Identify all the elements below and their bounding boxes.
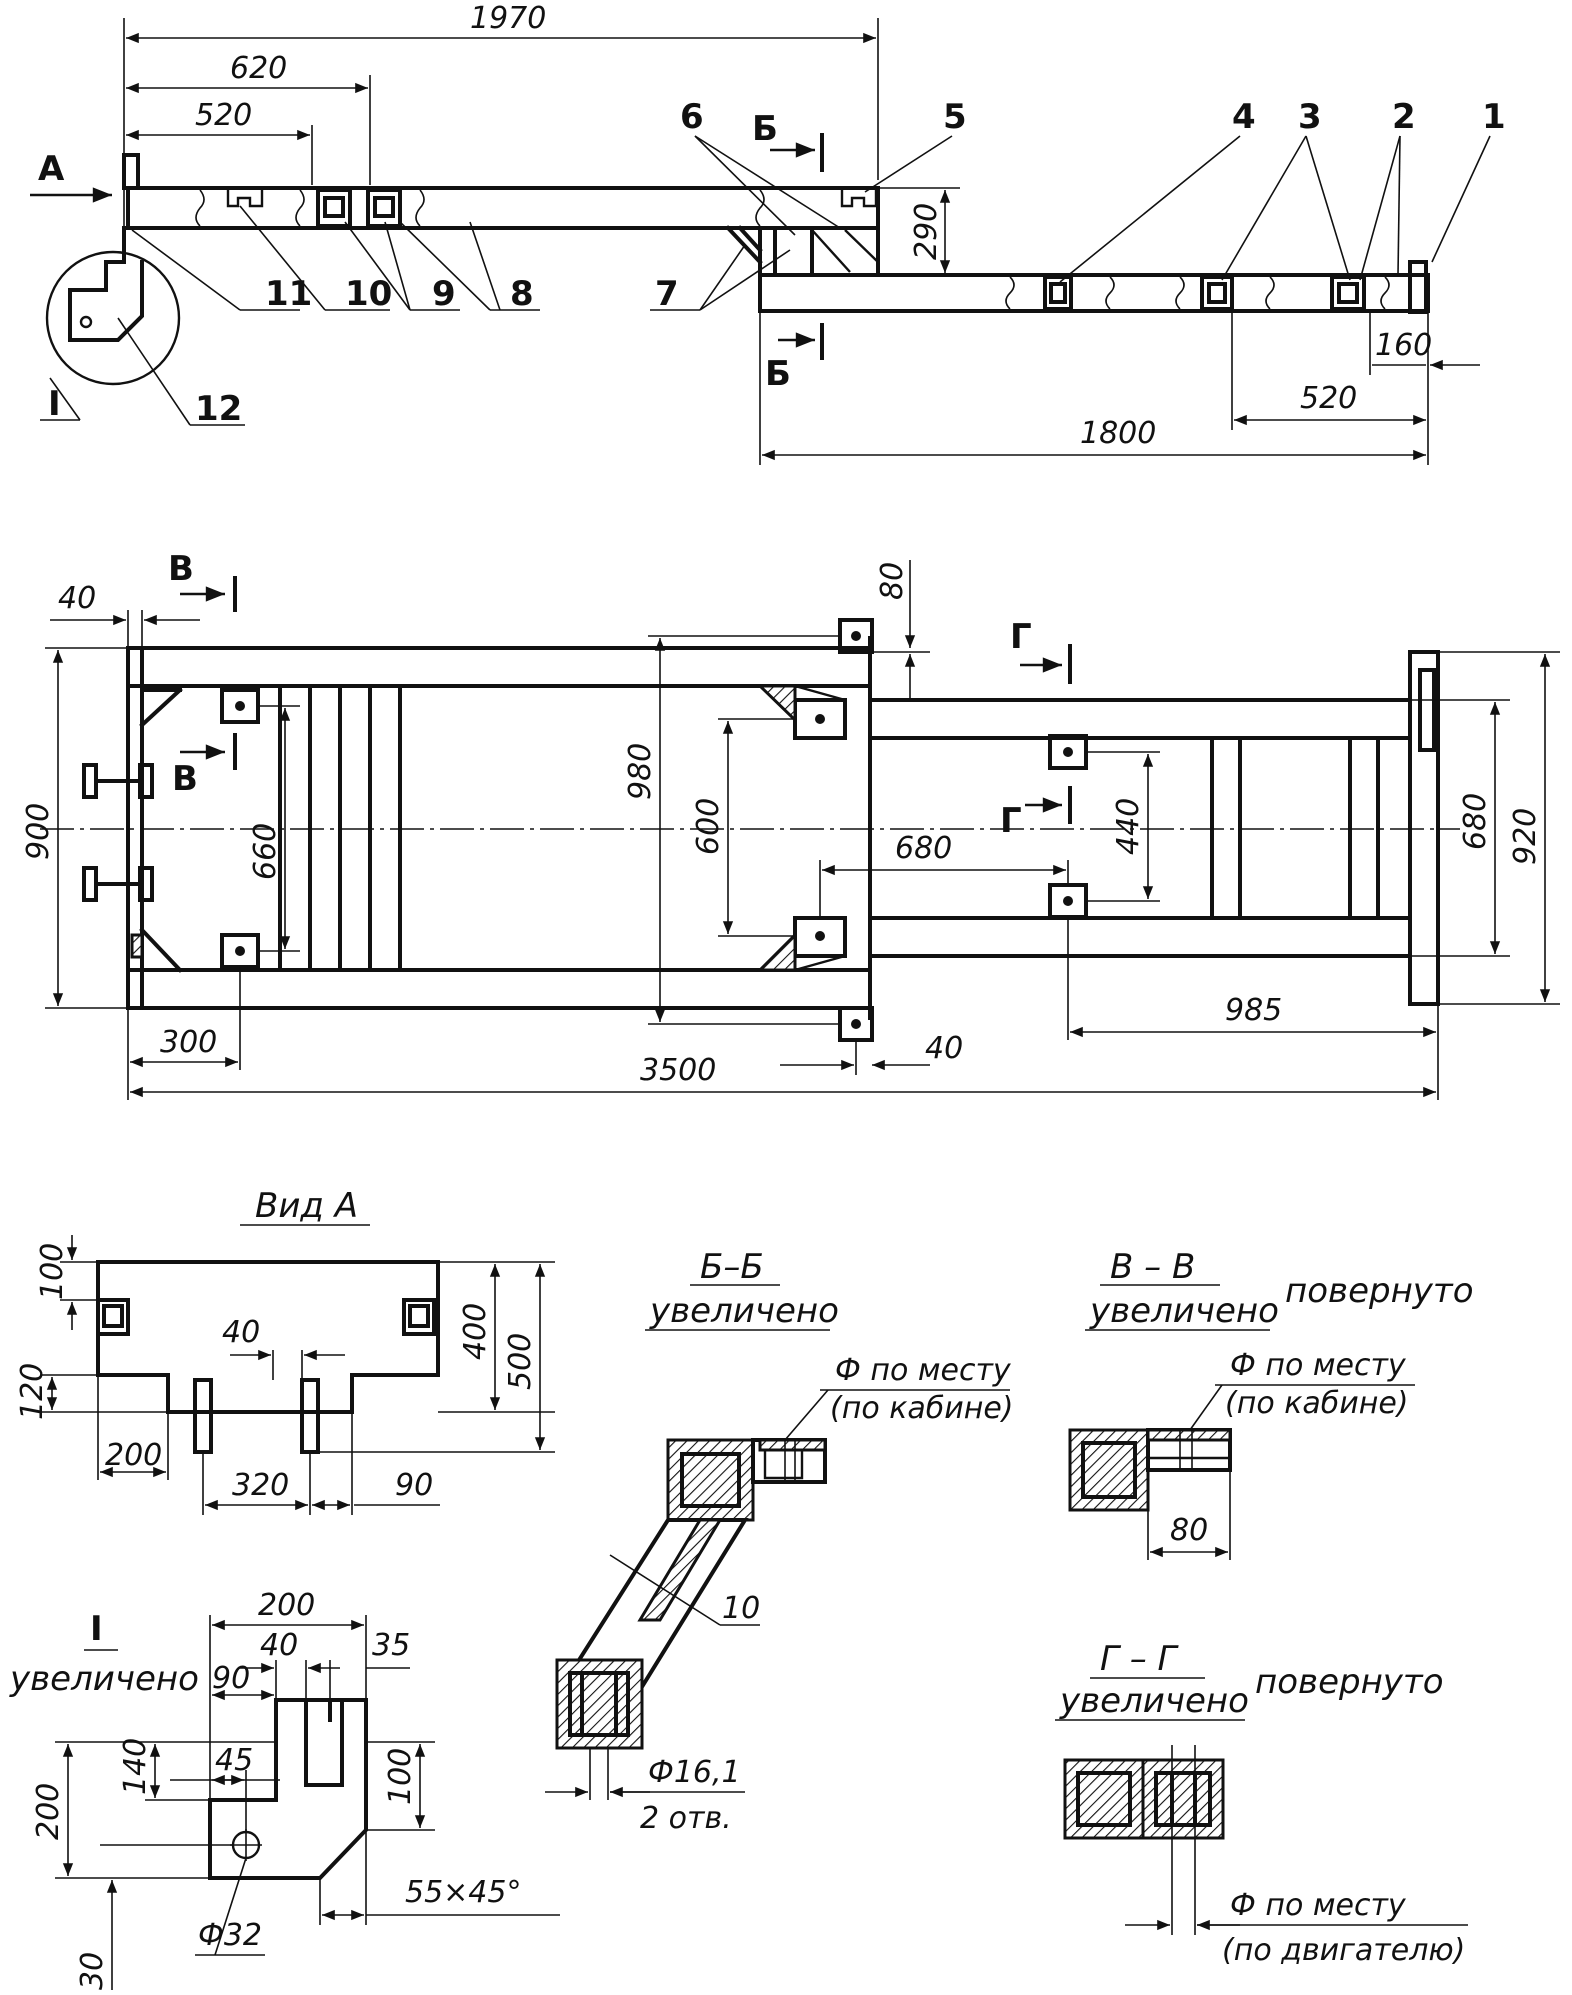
- plan-view: 40 900 660 300 980 600 80 680 440: [21, 549, 1560, 1100]
- dim-300: 300: [160, 1025, 217, 1060]
- section-b-label-bottom: Б: [765, 354, 791, 394]
- section-bb-subtitle: увеличено: [649, 1291, 839, 1331]
- dim-440: 440: [1111, 798, 1146, 855]
- section-vv-rotated: повернуто: [1285, 1271, 1474, 1311]
- dim-40-right: 40: [925, 1031, 963, 1066]
- dim-1800: 1800: [1080, 416, 1156, 451]
- dim-600: 600: [691, 798, 726, 855]
- section-bb-note1: Ф по месту: [835, 1353, 1012, 1388]
- svg-text:3: 3: [1298, 97, 1322, 137]
- section-bb-title: Б–Б: [700, 1247, 764, 1287]
- detail-i-dim-30: 30: [75, 1952, 110, 1990]
- dim-680-vertical: 680: [1458, 793, 1493, 850]
- detail-i-dim-200-left: 200: [31, 1783, 66, 1840]
- view-a-dim-400: 400: [458, 1303, 493, 1360]
- view-a-dim-100: 100: [35, 1243, 70, 1300]
- section-v-label-top: В: [168, 549, 194, 589]
- section-g-label-top: Г: [1010, 617, 1032, 657]
- section-bb-note2: (по кабине): [830, 1391, 1014, 1426]
- section-g-label-bottom: Г: [1000, 801, 1022, 841]
- side-view: 1970 620 520: [30, 1, 1506, 465]
- svg-text:2: 2: [1392, 97, 1416, 137]
- section-vv-title: В – В: [1110, 1247, 1195, 1287]
- part-labels: 1 2 3 4 5 6 7 8 9 10: [117, 97, 1506, 429]
- svg-text:8: 8: [510, 274, 534, 314]
- section-b-label-top: Б: [752, 109, 778, 149]
- section-gg-rotated: повернуто: [1255, 1662, 1444, 1702]
- dim-3500: 3500: [640, 1053, 716, 1088]
- view-a-dim-40: 40: [222, 1315, 260, 1350]
- detail-i-dim-100: 100: [383, 1748, 418, 1805]
- dim-520-right: 520: [1300, 381, 1357, 416]
- detail-i: I увеличено 200 40 35 90 140 45 2: [9, 1588, 560, 1990]
- section-v-label-bottom: В: [172, 759, 198, 799]
- dim-980: 980: [623, 743, 658, 800]
- detail-i-title: I: [90, 1609, 103, 1649]
- view-a-dim-500: 500: [503, 1333, 538, 1390]
- detail-i-hole: Ф32: [198, 1918, 262, 1953]
- svg-text:6: 6: [680, 97, 704, 137]
- dim-1970: 1970: [470, 1, 546, 36]
- section-bb-hole1: Ф16,1: [648, 1755, 741, 1790]
- view-a-dim-90: 90: [395, 1468, 433, 1503]
- svg-text:10: 10: [345, 274, 392, 314]
- section-vv-note2: (по кабине): [1225, 1386, 1409, 1421]
- svg-text:9: 9: [432, 274, 456, 314]
- dim-620: 620: [230, 51, 287, 86]
- section-vv-width: 80: [1170, 1513, 1208, 1548]
- svg-text:4: 4: [1232, 97, 1256, 137]
- svg-text:1: 1: [1482, 97, 1506, 137]
- section-vv: В – В увеличено повернуто Ф по месту (по…: [1068, 1247, 1474, 1560]
- view-a-title: Вид А: [255, 1186, 358, 1226]
- dim-985: 985: [1225, 993, 1282, 1028]
- section-gg-note1: Ф по месту: [1230, 1888, 1407, 1923]
- dim-40-left: 40: [58, 581, 96, 616]
- detail-i-chamfer: 55×45°: [405, 1875, 521, 1910]
- view-a: Вид А 100 120 40 200 320: [15, 1186, 555, 1515]
- detail-i-dim-90: 90: [212, 1661, 250, 1696]
- view-a-dim-120: 120: [15, 1363, 50, 1420]
- section-gg-title: Г – Г: [1100, 1639, 1180, 1679]
- view-a-dim-320: 320: [232, 1468, 289, 1503]
- detail-i-dim-200-top: 200: [258, 1588, 315, 1623]
- section-vv-subtitle: увеличено: [1089, 1291, 1279, 1331]
- view-arrow-label: A: [38, 149, 65, 189]
- dim-160: 160: [1375, 328, 1432, 363]
- svg-text:7: 7: [655, 274, 679, 314]
- svg-text:11: 11: [265, 274, 312, 314]
- dim-900: 900: [21, 803, 56, 860]
- dim-520-left: 520: [195, 98, 252, 133]
- section-gg-note2: (по двигателю): [1222, 1933, 1465, 1968]
- dim-660: 660: [248, 823, 283, 880]
- section-bb-thickness: 10: [722, 1591, 760, 1626]
- svg-text:12: 12: [195, 389, 242, 429]
- detail-i-dim-40: 40: [260, 1628, 298, 1663]
- section-bb-hole2: 2 отв.: [640, 1801, 732, 1836]
- detail-i-dim-140: 140: [118, 1738, 153, 1795]
- detail-i-dim-45: 45: [215, 1743, 253, 1778]
- svg-text:5: 5: [943, 97, 967, 137]
- section-bb: Б–Б увеличено Ф по месту (по кабине) Ф16…: [545, 1247, 1014, 1836]
- view-a-dim-200: 200: [105, 1438, 162, 1473]
- dim-920: 920: [1508, 808, 1543, 865]
- section-vv-note1: Ф по месту: [1230, 1348, 1407, 1383]
- dim-290: 290: [909, 203, 944, 260]
- section-gg-subtitle: увеличено: [1059, 1681, 1249, 1721]
- section-gg: Г – Г увеличено повернуто Ф по месту (по…: [1055, 1639, 1468, 1968]
- dim-680-horizontal: 680: [895, 831, 952, 866]
- dim-80: 80: [875, 562, 910, 600]
- detail-i-callout: I: [48, 384, 61, 424]
- detail-i-subtitle: увеличено: [9, 1659, 199, 1699]
- detail-i-dim-35: 35: [372, 1628, 410, 1663]
